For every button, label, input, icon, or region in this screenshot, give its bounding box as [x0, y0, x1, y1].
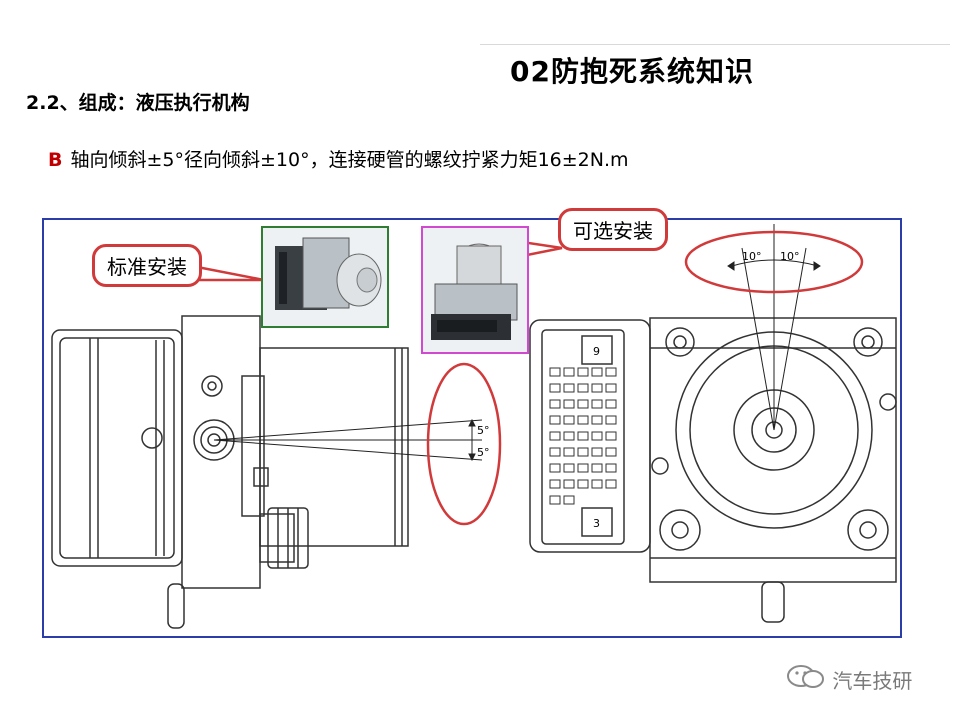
drawing-frame	[42, 218, 902, 638]
angle-label-left: 10°	[742, 250, 762, 263]
connector-label-top: 9	[593, 345, 600, 358]
standard-install-photo	[261, 226, 389, 328]
spec-text: 轴向倾斜±5°径向倾斜±10°，连接硬管的螺纹拧紧力矩16±2N.m	[70, 149, 629, 171]
optional-unit-image	[431, 243, 518, 340]
radial-tilt-highlight	[684, 230, 864, 294]
page-title: 02防抱死系统知识	[510, 55, 754, 88]
bullet-marker: B	[48, 149, 63, 171]
standard-callout-pointer	[190, 264, 265, 282]
watermark-text: 汽车技研	[832, 669, 913, 693]
angle-label-down: 5°	[477, 446, 490, 459]
section-heading: 2.2、组成：液压执行机构	[26, 92, 250, 114]
axial-tilt-highlight	[426, 362, 502, 526]
spec-bullet: B 轴向倾斜±5°径向倾斜±10°，连接硬管的螺纹拧紧力矩16±2N.m	[48, 145, 629, 172]
angle-label-right: 10°	[780, 250, 800, 263]
optional-install-callout: 可选安装	[558, 208, 668, 251]
side-view	[51, 315, 409, 629]
connector-pins	[549, 367, 617, 505]
header-rule	[480, 44, 950, 45]
axial-tilt-lines	[213, 418, 483, 462]
top-view	[529, 317, 897, 623]
angle-label-up: 5°	[477, 424, 490, 437]
wechat-icon	[786, 665, 832, 695]
watermark: 汽车技研	[786, 664, 912, 695]
optional-install-photo	[421, 226, 529, 354]
standard-unit-image	[275, 237, 382, 310]
connector-label-bottom: 3	[593, 517, 600, 530]
radial-tilt-lines	[727, 224, 821, 431]
standard-install-callout: 标准安装	[92, 244, 202, 287]
installation-diagram: 5° 5° 9	[42, 218, 902, 638]
